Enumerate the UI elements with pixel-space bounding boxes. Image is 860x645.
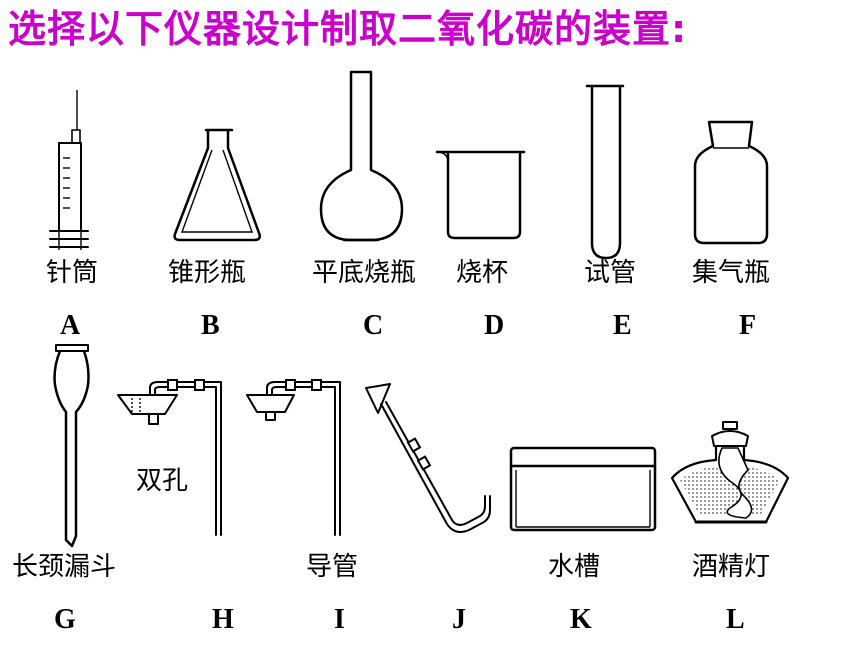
letter-d: D — [484, 310, 505, 341]
letter-i: I — [334, 604, 345, 635]
letter-l: L — [726, 604, 745, 635]
letter-e: E — [613, 310, 632, 341]
label-flat-bottom-flask: 平底烧瓶 — [312, 258, 417, 288]
letter-c: C — [363, 310, 384, 341]
page-title: 选择以下仪器设计制取二氧化碳的装置: — [8, 7, 688, 51]
label-syringe: 针筒 — [46, 258, 99, 288]
label-water-trough: 水槽 — [548, 552, 601, 582]
letter-h: H — [212, 604, 234, 635]
label-two-hole: 双孔 — [136, 466, 189, 496]
stopper-with-tube-icon — [117, 379, 222, 536]
label-alcohol-lamp: 酒精灯 — [692, 552, 771, 582]
letter-g: G — [54, 604, 76, 635]
label-tube: 导管 — [306, 552, 359, 582]
label-long-neck-funnel: 长颈漏斗 — [12, 552, 117, 582]
bent-tube-icon — [365, 383, 491, 533]
letter-b: B — [201, 310, 220, 341]
syringe-icon — [49, 90, 89, 250]
label-conical-flask: 锥形瓶 — [168, 258, 247, 288]
letter-f: F — [739, 310, 757, 341]
flat-bottom-flask-icon — [319, 70, 404, 242]
label-beaker: 烧杯 — [456, 258, 509, 288]
gas-jar-icon — [693, 120, 769, 245]
letter-a: A — [60, 310, 81, 341]
stopper-with-tube-icon — [246, 379, 341, 536]
label-test-tube: 试管 — [584, 258, 637, 288]
long-neck-funnel-icon — [53, 344, 90, 548]
label-gas-jar: 集气瓶 — [692, 258, 771, 288]
water-trough-icon — [509, 446, 657, 532]
alcohol-lamp-icon — [670, 421, 790, 524]
letter-j: J — [452, 604, 466, 635]
conical-flask-icon — [173, 128, 262, 242]
test-tube-icon — [585, 84, 625, 260]
beaker-icon — [435, 150, 526, 240]
letter-k: K — [570, 604, 592, 635]
